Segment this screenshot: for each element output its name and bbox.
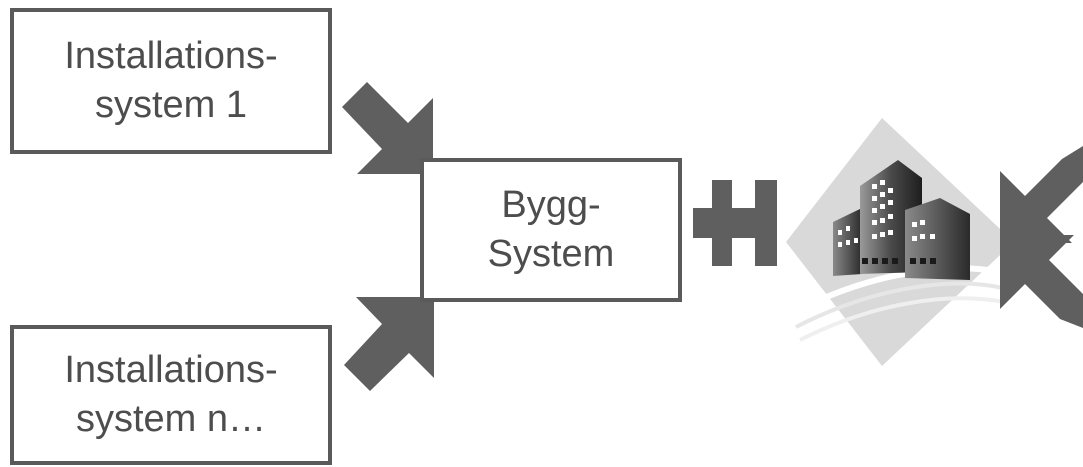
installation-system-n-line2: system n… [75,398,267,440]
building-icon [786,118,1014,366]
installation-system-n-line1: Installations- [64,348,278,391]
installation-system-1-line2: system 1 [94,84,248,126]
building-system-box: Bygg- System [420,158,682,302]
arrow-icon-bottom-left [344,297,434,391]
installation-system-1-box: Installations- system 1 [10,8,332,154]
arrow-icon-right-top [1000,146,1083,243]
arrow-icon-top-left [342,82,433,174]
installation-system-1-line1: Installations- [64,34,278,77]
arrow-icon-right-bottom [1000,235,1083,328]
building-system-line2: System [487,233,615,275]
building-system-line1: Bygg- [501,183,601,226]
double-arrow-icon [693,180,777,266]
installation-system-n-box: Installations- system n… [10,325,332,465]
